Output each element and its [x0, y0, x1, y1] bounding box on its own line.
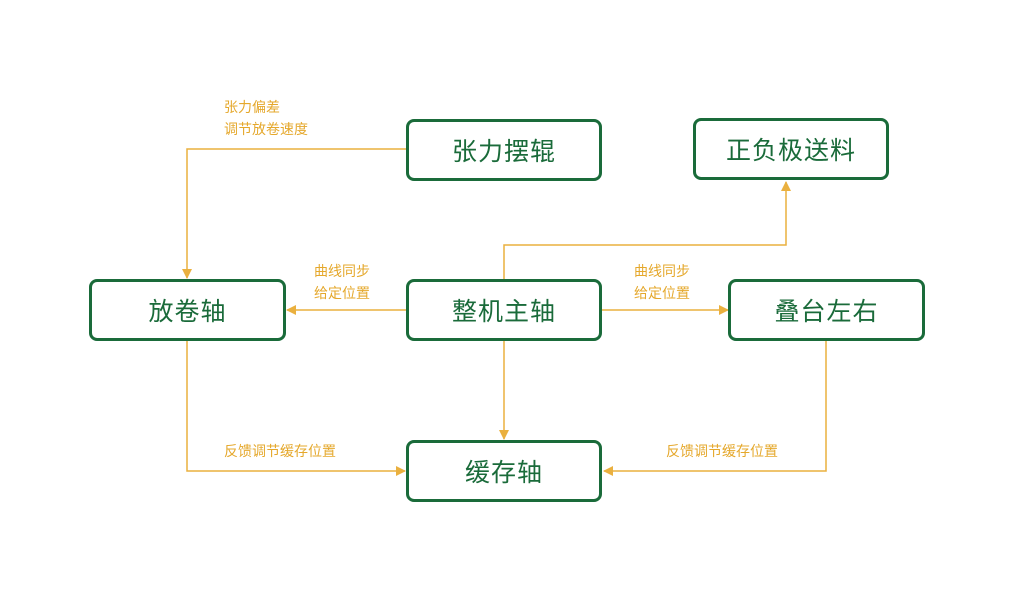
label-line: 曲线同步	[314, 264, 370, 280]
node-positive-negative-feed: 正负极送料	[693, 118, 889, 180]
label-line: 调节放卷速度	[224, 122, 308, 138]
node-unwind-shaft: 放卷轴	[89, 279, 286, 341]
label-right-curve-sync: 曲线同步 给定位置	[634, 261, 690, 305]
label-line: 张力偏差	[224, 100, 280, 116]
label-left-feedback: 反馈调节缓存位置	[224, 444, 336, 460]
node-main-shaft: 整机主轴	[406, 279, 602, 341]
edge-main-to-feed	[503, 181, 791, 279]
edge-unwind-to-buffer	[186, 341, 406, 476]
label-line: 给定位置	[634, 286, 690, 302]
label-left-curve-sync: 曲线同步 给定位置	[314, 261, 370, 305]
label-right-feedback: 反馈调节缓存位置	[666, 444, 778, 460]
edge-stack-to-buffer	[603, 341, 827, 476]
label-line: 曲线同步	[634, 264, 690, 280]
node-buffer-shaft: 缓存轴	[406, 440, 602, 502]
edge-tension-to-unwind	[182, 148, 406, 279]
label-line: 给定位置	[314, 286, 370, 302]
node-stack-table: 叠台左右	[728, 279, 925, 341]
label-tension-deviation: 张力偏差 调节放卷速度	[224, 97, 308, 141]
node-tension-roller: 张力摆辊	[406, 119, 602, 181]
